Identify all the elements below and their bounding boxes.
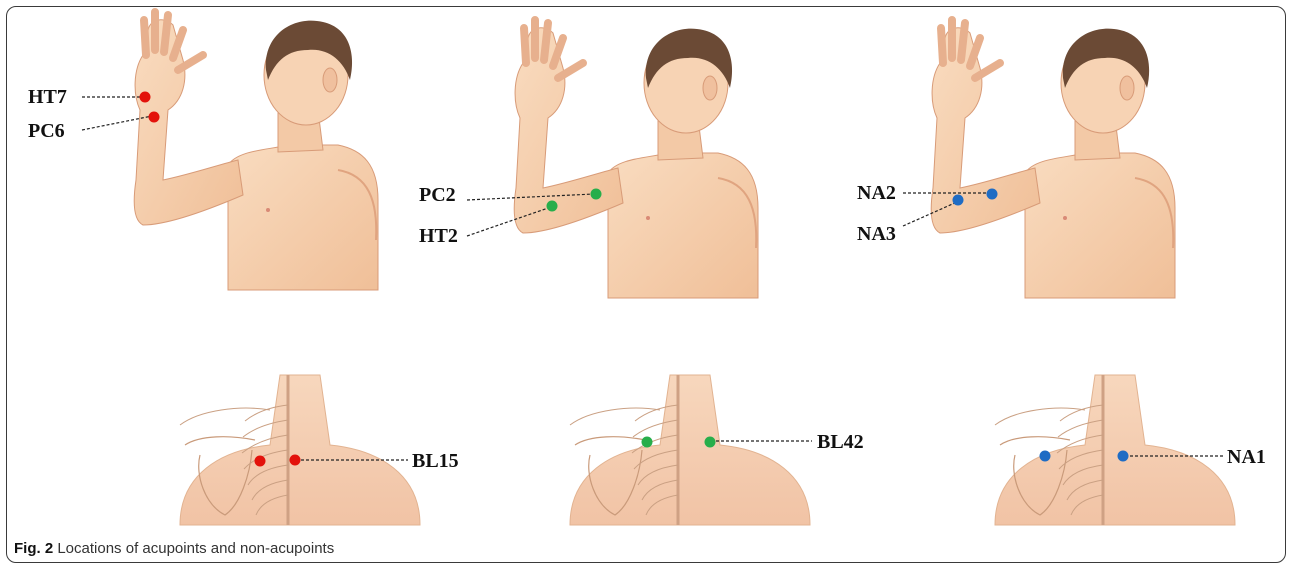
non-acupoint-dot-na1-right: [1118, 451, 1129, 462]
acupoint-dot-pc2: [591, 189, 602, 200]
label-na2: NA2: [857, 182, 896, 204]
label-bl15: BL15: [412, 450, 459, 472]
acupoint-dot-ht7: [140, 92, 151, 103]
acupoint-dot-bl15-right: [290, 455, 301, 466]
figure-number: Fig. 2: [14, 540, 53, 557]
panel-back-red: BL15: [180, 375, 459, 525]
label-bl42: BL42: [817, 431, 864, 453]
panel-back-green: BL42: [570, 375, 864, 525]
label-na3: NA3: [857, 223, 896, 245]
panel-back-blue: NA1: [995, 375, 1266, 525]
non-acupoint-dot-na2: [987, 189, 998, 200]
label-na1: NA1: [1227, 446, 1266, 468]
panel-arm-red: HT7 PC6: [28, 12, 378, 290]
acupoint-dot-bl42-left: [642, 437, 653, 448]
label-pc2: PC2: [419, 184, 456, 206]
label-ht2: HT2: [419, 225, 458, 247]
back-illustration: [995, 375, 1235, 525]
label-pc6: PC6: [28, 120, 65, 142]
panel-arm-green: PC2 HT2: [419, 20, 758, 298]
caption-text: Locations of acupoints and non-acupoints: [57, 540, 334, 557]
acupoint-dot-bl15-left: [255, 456, 266, 467]
acupoint-dot-pc6: [149, 112, 160, 123]
acupoint-dot-ht2: [547, 201, 558, 212]
figure-caption: Fig. 2 Locations of acupoints and non-ac…: [14, 540, 334, 557]
acupoint-dot-bl42-right: [705, 437, 716, 448]
back-illustration: [570, 375, 810, 525]
non-acupoint-dot-na3: [953, 195, 964, 206]
back-illustration: [180, 375, 420, 525]
body-illustration: [931, 20, 1175, 298]
body-illustration: [514, 20, 758, 298]
non-acupoint-dot-na1-left: [1040, 451, 1051, 462]
panel-arm-blue: NA2 NA3: [857, 20, 1175, 298]
label-ht7: HT7: [28, 86, 67, 108]
body-illustration: [134, 12, 378, 290]
